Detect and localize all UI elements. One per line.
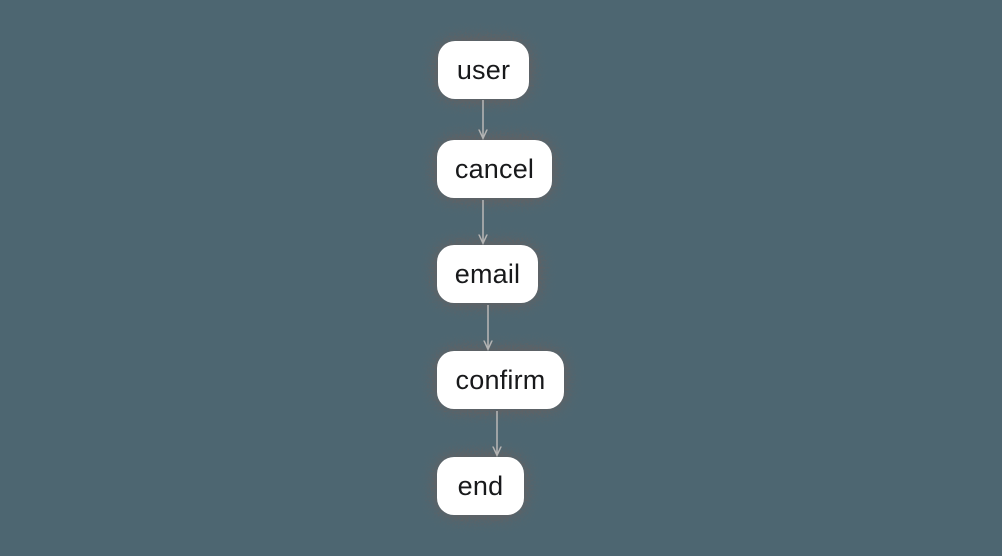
edge-group — [483, 100, 497, 455]
node-cancel[interactable]: cancel — [437, 140, 552, 198]
node-label-cancel: cancel — [454, 153, 535, 184]
node-end[interactable]: end — [437, 457, 524, 515]
node-label-end: end — [457, 470, 504, 501]
node-confirm[interactable]: confirm — [437, 351, 564, 409]
node-label-confirm: confirm — [455, 364, 546, 395]
node-user[interactable]: user — [438, 41, 529, 99]
node-label-user: user — [456, 54, 511, 85]
node-email[interactable]: email — [437, 245, 538, 303]
node-label-email: email — [454, 258, 521, 289]
